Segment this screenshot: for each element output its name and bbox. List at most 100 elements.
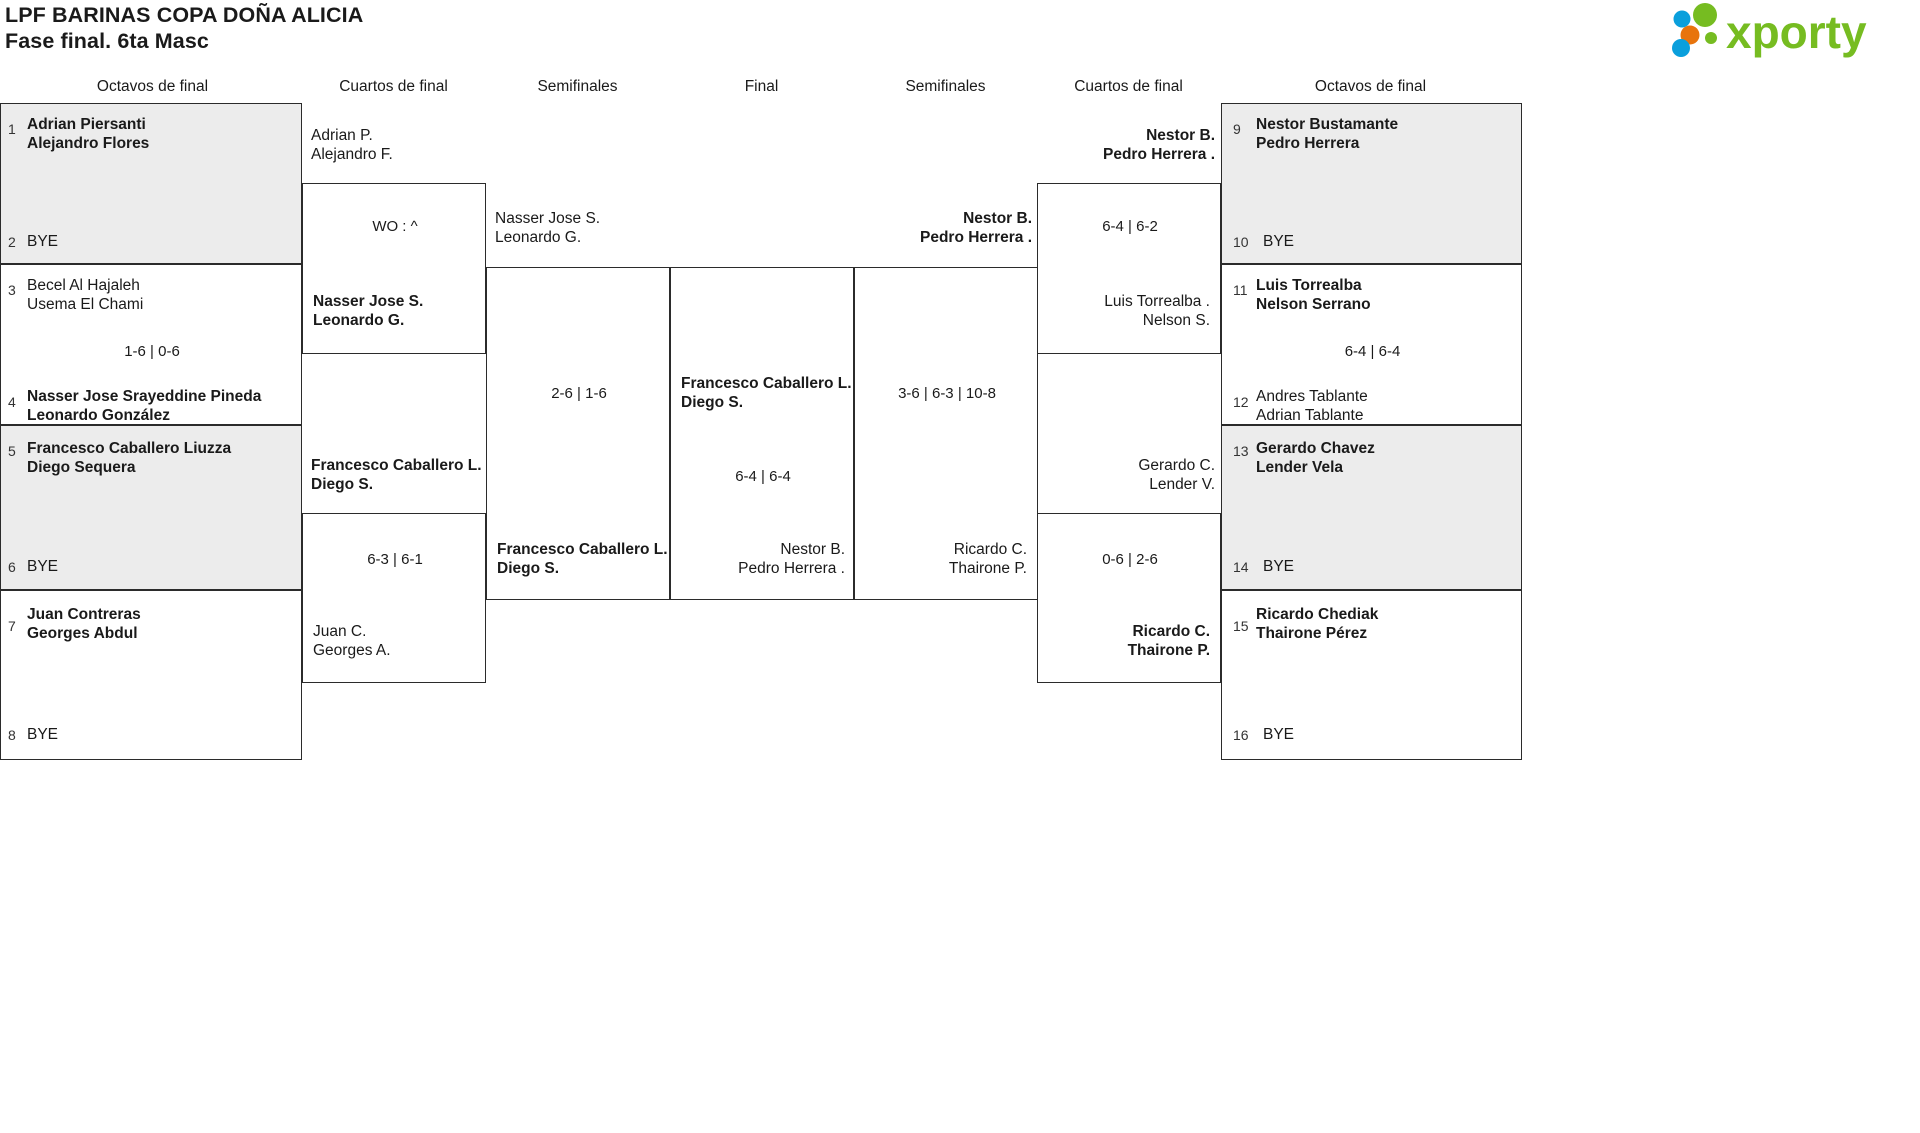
player-1: Luis Torrealba	[1256, 277, 1362, 294]
tournament-title: LPF BARINAS COPA DOÑA ALICIA	[5, 3, 364, 27]
match-box-right-octavos-4[interactable]: 15 Ricardo Chediak Thairone Pérez 16 BYE	[1221, 590, 1522, 760]
player-2: Pedro Herrera .	[920, 229, 1032, 246]
player-1: Becel Al Hajaleh	[27, 277, 140, 294]
match-box-left-octavos-1[interactable]: 1 Adrian Piersanti Alejandro Flores 2 BY…	[0, 103, 302, 264]
match-score: 6-4 | 6-4	[1344, 343, 1401, 360]
seed-number: 7	[8, 618, 16, 634]
logo-dot-green-large	[1693, 3, 1717, 27]
seed-number: 9	[1233, 121, 1241, 137]
match-score: 2-6 | 1-6	[551, 385, 607, 402]
team-name-top: Ricardo Chediak Thairone Pérez	[1256, 605, 1378, 643]
player-2: Leonardo G.	[313, 312, 405, 329]
logo-dot-orange	[1680, 25, 1700, 45]
team-name-top: Adrian Piersanti Alejandro Flores	[27, 115, 149, 153]
match-score: 6-4 | 6-2	[1102, 218, 1158, 235]
seed-number: 14	[1233, 559, 1249, 575]
match-box-left-semis[interactable]: 2-6 | 1-6 Francesco Caballero L. Diego S…	[486, 267, 670, 600]
match-box-left-octavos-4[interactable]: 7 Juan Contreras Georges Abdul 8 BYE	[0, 590, 302, 760]
player-1: Ricardo C.	[953, 541, 1027, 558]
match-score: 0-6 | 2-6	[1102, 551, 1158, 568]
seed-number: 3	[8, 282, 16, 298]
player-2: Thairone P.	[948, 560, 1027, 577]
round-header-right-semis: Semifinales	[905, 78, 986, 95]
round-header-final: Final	[744, 78, 779, 95]
match-score: 3-6 | 6-3 | 10-8	[898, 385, 996, 402]
player-2: Nelson Serrano	[1256, 296, 1371, 313]
round-header-left-cuartos: Cuartos de final	[339, 78, 448, 95]
player-2: Lender Vela	[1256, 459, 1344, 476]
cuartos-left-2-top-team: Francesco Caballero L. Diego S.	[311, 456, 482, 494]
match-box-left-octavos-3[interactable]: 5 Francesco Caballero Liuzza Diego Seque…	[0, 425, 302, 590]
seed-number: 8	[8, 727, 16, 743]
player-1: Nasser Jose Srayeddine Pineda	[27, 388, 262, 405]
player-2: Leonardo González	[27, 407, 170, 424]
seed-number: 6	[8, 559, 16, 575]
team-name-top: Francesco Caballero Liuzza Diego Sequera	[27, 439, 231, 477]
match-box-right-cuartos-1[interactable]: 6-4 | 6-2 Luis Torrealba . Nelson S.	[1037, 183, 1221, 354]
logo-dot-blue-top	[1673, 10, 1691, 28]
match-box-left-cuartos-2[interactable]: 6-3 | 6-1 Juan C. Georges A.	[302, 513, 486, 683]
player-2: Nelson S.	[1142, 312, 1210, 329]
player-1: Ricardo Chediak	[1256, 606, 1379, 623]
seed-number: 5	[8, 443, 16, 459]
xporty-logo[interactable]: xporty	[1662, 2, 1912, 60]
logo-dot-green-small	[1705, 32, 1717, 44]
logo-wordmark: xporty	[1726, 6, 1867, 58]
player-1: BYE	[1263, 558, 1295, 575]
player-1: Juan Contreras	[27, 606, 141, 623]
round-header-right-octavos: Octavos de final	[1314, 78, 1427, 95]
title-block: LPF BARINAS COPA DOÑA ALICIA Fase final.…	[5, 2, 363, 54]
match-box-right-octavos-2[interactable]: 11 Luis Torrealba Nelson Serrano 6-4 | 6…	[1221, 264, 1522, 425]
player-1: Nasser Jose S.	[495, 210, 601, 227]
team-name-top: Gerardo Chavez Lender Vela	[1256, 439, 1375, 477]
player-1: BYE	[27, 558, 59, 575]
team-name-bottom: Ricardo C. Thairone P.	[949, 540, 1027, 578]
player-1: Ricardo C.	[1132, 623, 1210, 640]
match-box-final[interactable]: Francesco Caballero L. Diego S. 6-4 | 6-…	[670, 267, 854, 600]
player-1: Gerardo C.	[1138, 457, 1215, 474]
player-1: Andres Tablante	[1256, 388, 1368, 405]
seed-number: 2	[8, 234, 16, 250]
team-name-top: Francesco Caballero L. Diego S.	[681, 374, 852, 412]
team-name-bottom: Nasser Jose Srayeddine Pineda Leonardo G…	[27, 387, 261, 425]
player-1: Luis Torrealba .	[1104, 293, 1210, 310]
team-name-bottom: Francesco Caballero L. Diego S.	[497, 540, 668, 578]
match-score: 6-3 | 6-1	[367, 551, 423, 568]
player-2: Leonardo G.	[495, 229, 582, 246]
cuartos-left-1-top-team: Adrian P. Alejandro F.	[311, 126, 393, 164]
player-1: Francesco Caballero Liuzza	[27, 440, 232, 457]
match-box-right-octavos-3[interactable]: 13 Gerardo Chavez Lender Vela 14 BYE	[1221, 425, 1522, 590]
player-2: Pedro Herrera	[1256, 135, 1360, 152]
player-2: Diego S.	[497, 560, 560, 577]
player-1: BYE	[27, 726, 59, 743]
player-1: Gerardo Chavez	[1256, 440, 1375, 457]
round-header-right-cuartos: Cuartos de final	[1074, 78, 1183, 95]
match-box-left-octavos-2[interactable]: 3 Becel Al Hajaleh Usema El Chami 1-6 | …	[0, 264, 302, 425]
final-bottom-team: Nestor B. Pedro Herrera .	[738, 540, 845, 578]
semis-right-top-team: Nestor B. Pedro Herrera .	[920, 209, 1032, 247]
logo-dot-blue-bottom	[1672, 39, 1690, 57]
player-2: Pedro Herrera .	[1103, 146, 1215, 163]
team-name-bottom: BYE	[1263, 557, 1294, 576]
match-box-left-cuartos-1[interactable]: WO : ^ Nasser Jose S. Leonardo G.	[302, 183, 486, 354]
match-box-right-octavos-1[interactable]: 9 Nestor Bustamante Pedro Herrera 10 BYE	[1221, 103, 1522, 264]
player-2: Diego S.	[681, 394, 744, 411]
player-1: Francesco Caballero L.	[497, 541, 668, 558]
team-name-bottom: BYE	[1263, 725, 1294, 744]
seed-number: 4	[8, 394, 16, 410]
player-2: Usema El Chami	[27, 296, 144, 313]
page-header: LPF BARINAS COPA DOÑA ALICIA Fase final.…	[0, 0, 1920, 70]
seed-number: 15	[1233, 618, 1249, 634]
semis-left-top-team: Nasser Jose S. Leonardo G.	[495, 209, 600, 247]
team-name-bottom: Luis Torrealba . Nelson S.	[1104, 292, 1210, 330]
player-2: Georges Abdul	[27, 625, 138, 642]
match-box-right-cuartos-2[interactable]: 0-6 | 2-6 Ricardo C. Thairone P.	[1037, 513, 1221, 683]
match-box-right-semis[interactable]: 3-6 | 6-3 | 10-8 Ricardo C. Thairone P.	[854, 267, 1038, 600]
seed-number: 16	[1233, 727, 1249, 743]
seed-number: 13	[1233, 443, 1249, 459]
seed-number: 12	[1233, 394, 1249, 410]
player-2: Pedro Herrera .	[738, 560, 845, 577]
team-name-bottom: Andres Tablante Adrian Tablante	[1256, 387, 1368, 425]
cuartos-right-2-top-team: Gerardo C. Lender V.	[1138, 456, 1215, 494]
team-name-bottom: Juan C. Georges A.	[313, 622, 391, 660]
